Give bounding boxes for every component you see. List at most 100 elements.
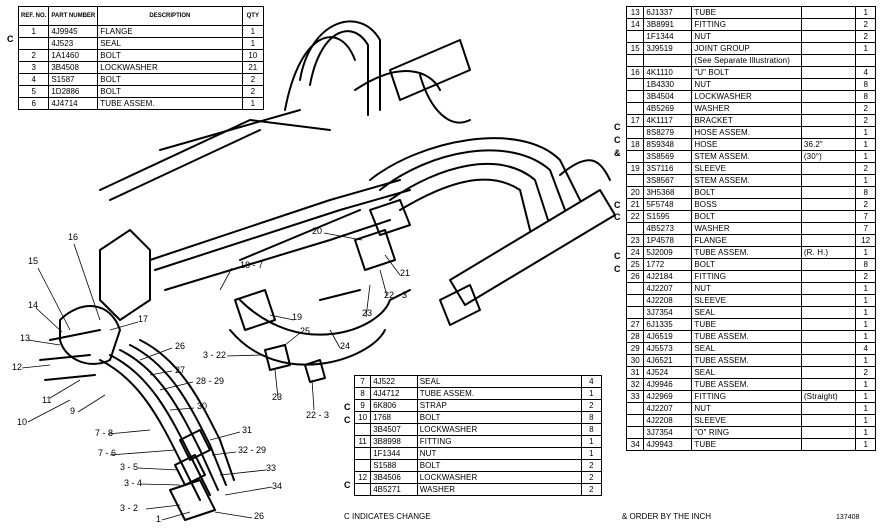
callout: 26 (175, 341, 186, 351)
callout: 12 (12, 362, 23, 372)
change-mark: C (614, 212, 621, 223)
change-mark: C (7, 34, 14, 44)
figure-number: 137408 (836, 514, 860, 521)
change-mark: C (614, 251, 621, 262)
callout: 17 (138, 314, 149, 324)
change-mark: C (344, 402, 351, 412)
callout: 34 (272, 481, 283, 491)
callout: 18 - 7 (240, 260, 264, 270)
part-header: PART NUMBER (48, 6, 99, 26)
callout: 23 (362, 308, 373, 318)
table-row: 3S8569 STEM ASSEM.(30°)1 (625, 150, 876, 163)
callout: 3 - 2 (120, 503, 139, 513)
change-mark: C (614, 122, 621, 133)
callout: 24 (340, 341, 351, 351)
change-note: C INDICATES CHANGE (344, 512, 431, 521)
qty-header: QTY (241, 6, 265, 26)
callout: 15 (28, 256, 39, 266)
callout: 3 - 4 (124, 478, 143, 488)
change-mark: C (614, 199, 621, 210)
change-mark: C (344, 415, 351, 425)
callout: 20 (312, 226, 323, 236)
callout: 7 - 8 (95, 428, 114, 438)
callout: 25 (300, 326, 311, 336)
callout: 13 (20, 333, 31, 343)
callout: 26 (254, 511, 265, 521)
callout: 21 (400, 268, 411, 278)
desc-header: DESCRIPTION (97, 6, 243, 26)
callout: 33 (266, 463, 277, 473)
callout: 27 (175, 365, 186, 375)
callout: 31 (242, 425, 253, 435)
change-mark: C (614, 264, 621, 274)
callout: 11 (42, 395, 52, 405)
callout: 7 - 6 (98, 448, 117, 458)
table-row: (See Separate Illustration) (625, 54, 876, 67)
callout: 3 - 22 (203, 350, 227, 360)
callout: 10 (17, 417, 28, 427)
callout: 30 (197, 401, 208, 411)
change-mark: C (614, 135, 621, 145)
callout: 22 - 3 (384, 290, 408, 300)
callout: 32 - 29 (238, 445, 267, 455)
callout: 19 (292, 312, 303, 322)
table-header-row: REF. NO. PART NUMBER DESCRIPTION QTY (17, 6, 265, 26)
callout: 28 - 29 (196, 376, 225, 386)
callout: 16 (68, 232, 79, 242)
order-note: & ORDER BY THE INCH (622, 512, 712, 521)
table-row: 3S8567 STEM ASSEM.1 (625, 174, 876, 187)
callout: 14 (28, 300, 39, 310)
change-mark: & (614, 147, 621, 158)
callout: 1 (156, 514, 162, 524)
callout: 3 - 5 (120, 462, 139, 472)
